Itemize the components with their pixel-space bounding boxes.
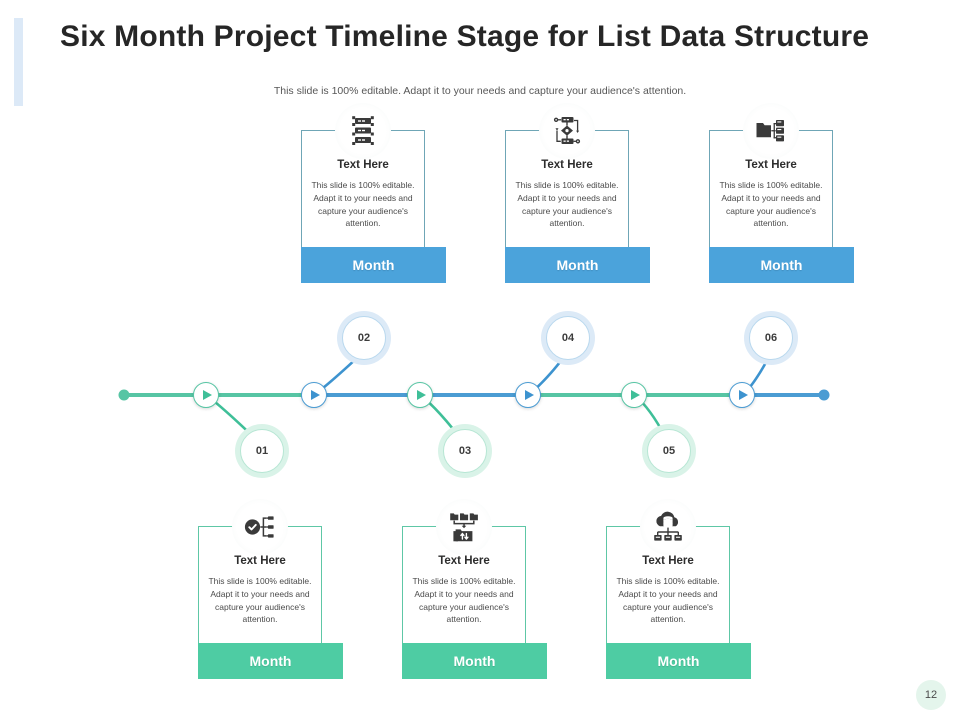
card-bottom-3[interactable]: Text Here This slide is 100% editable. A…	[606, 499, 751, 679]
timeline-node-5[interactable]	[621, 382, 647, 408]
timeline-badge-06[interactable]: 06	[749, 316, 793, 360]
server-stack-icon	[335, 103, 391, 159]
timeline: 01 02 03 04 05 06	[0, 300, 960, 490]
timeline-badge-04[interactable]: 04	[546, 316, 590, 360]
card-month-bar[interactable]: Month	[709, 247, 854, 283]
check-network-icon	[232, 499, 288, 555]
timeline-badge-02[interactable]: 02	[342, 316, 386, 360]
card-title: Text Here	[541, 159, 593, 171]
card-month-bar[interactable]: Month	[301, 247, 446, 283]
card-top-2[interactable]: Text Here This slide is 100% editable. A…	[505, 103, 650, 283]
page-title: Six Month Project Timeline Stage for Lis…	[60, 20, 870, 53]
card-description: This slide is 100% editable. Adapt it to…	[208, 576, 312, 625]
timeline-node-6[interactable]	[729, 382, 755, 408]
page-number-badge: 12	[916, 680, 946, 710]
card-month-bar[interactable]: Month	[505, 247, 650, 283]
card-month-bar[interactable]: Month	[198, 643, 343, 679]
card-description: This slide is 100% editable. Adapt it to…	[311, 180, 415, 229]
timeline-end-cap	[818, 389, 830, 401]
card-description: This slide is 100% editable. Adapt it to…	[719, 180, 823, 229]
card-description: This slide is 100% editable. Adapt it to…	[412, 576, 516, 625]
card-top-1[interactable]: Text Here This slide is 100% editable. A…	[301, 103, 446, 283]
folder-sort-icon	[436, 499, 492, 555]
folder-tree-icon	[743, 103, 799, 159]
card-title: Text Here	[745, 159, 797, 171]
timeline-badge-03[interactable]: 03	[443, 429, 487, 473]
card-title: Text Here	[438, 555, 490, 567]
card-bottom-1[interactable]: Text Here This slide is 100% editable. A…	[198, 499, 343, 679]
card-top-3[interactable]: Text Here This slide is 100% editable. A…	[709, 103, 854, 283]
card-description: This slide is 100% editable. Adapt it to…	[515, 180, 619, 229]
timeline-node-1[interactable]	[193, 382, 219, 408]
title-accent-bar	[14, 18, 23, 106]
card-title: Text Here	[337, 159, 389, 171]
card-body: Text Here This slide is 100% editable. A…	[402, 499, 526, 669]
card-title: Text Here	[642, 555, 694, 567]
timeline-start-cap	[118, 389, 130, 401]
card-description: This slide is 100% editable. Adapt it to…	[616, 576, 720, 625]
timeline-badge-05[interactable]: 05	[647, 429, 691, 473]
timeline-node-3[interactable]	[407, 382, 433, 408]
page-subtitle: This slide is 100% editable. Adapt it to…	[273, 85, 687, 97]
timeline-badge-01[interactable]: 01	[240, 429, 284, 473]
timeline-node-4[interactable]	[515, 382, 541, 408]
flowchart-diagram-icon	[539, 103, 595, 159]
card-month-bar[interactable]: Month	[606, 643, 751, 679]
cloud-database-icon	[640, 499, 696, 555]
timeline-node-2[interactable]	[301, 382, 327, 408]
card-month-bar[interactable]: Month	[402, 643, 547, 679]
card-title: Text Here	[234, 555, 286, 567]
card-bottom-2[interactable]: Text Here This slide is 100% editable. A…	[402, 499, 547, 679]
